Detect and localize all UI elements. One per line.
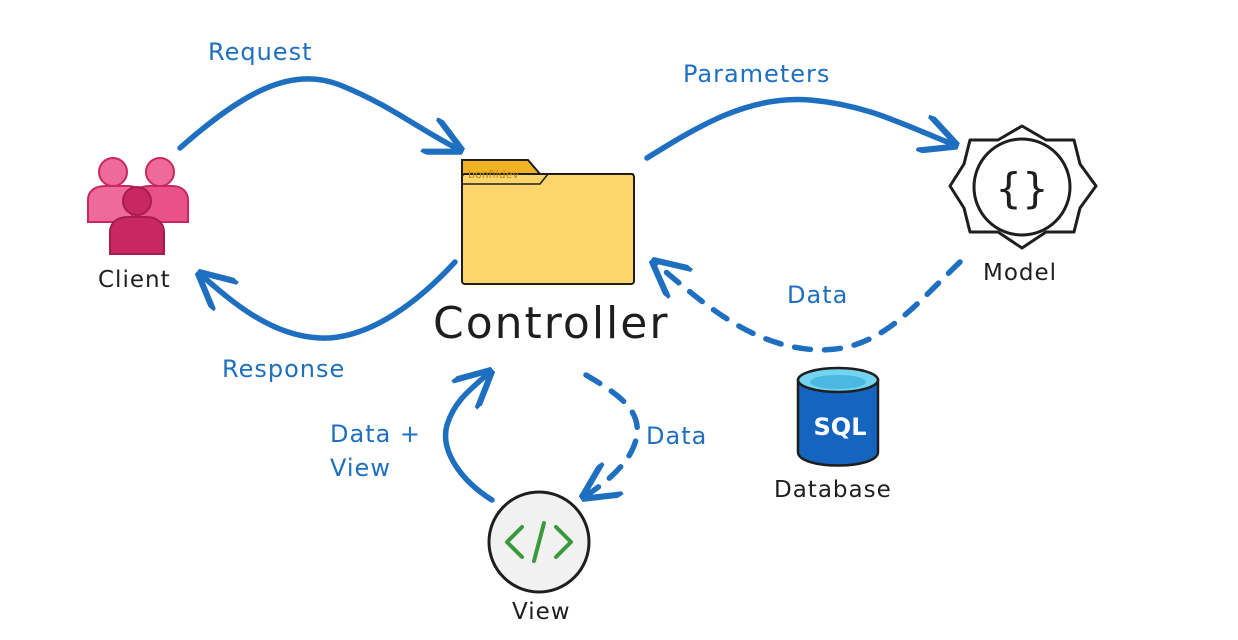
controller-label: Controller bbox=[433, 298, 669, 349]
response-label: Response bbox=[222, 355, 345, 383]
database-label: Database bbox=[774, 477, 892, 503]
request-arrow bbox=[177, 76, 460, 150]
response-arrow bbox=[200, 259, 458, 341]
users-icon bbox=[87, 157, 189, 255]
folder-icon: bonfildev bbox=[461, 159, 635, 285]
database-glyph: SQL bbox=[814, 413, 867, 441]
request-label: Request bbox=[208, 38, 313, 66]
database-icon: SQL bbox=[796, 366, 880, 467]
parameters-label: Parameters bbox=[683, 60, 830, 88]
data-view-label-line2: View bbox=[330, 454, 391, 482]
view-data-arrow bbox=[584, 372, 640, 497]
model-data-arrow bbox=[654, 262, 963, 353]
code-braces-icon: {} bbox=[948, 124, 1098, 250]
data-view-label-line1: Data + bbox=[330, 420, 421, 448]
model-label: Model bbox=[983, 260, 1057, 286]
data-view-arrow bbox=[442, 372, 492, 503]
client-label: Client bbox=[98, 267, 171, 293]
model-data-label: Data bbox=[787, 281, 848, 309]
view-label: View bbox=[512, 599, 571, 625]
model-glyph: {} bbox=[995, 164, 1048, 213]
code-tag-icon bbox=[487, 490, 591, 594]
view-data-label: Data bbox=[646, 422, 707, 450]
parameters-arrow bbox=[644, 96, 955, 161]
folder-tab-label: bonfildev bbox=[468, 168, 519, 181]
